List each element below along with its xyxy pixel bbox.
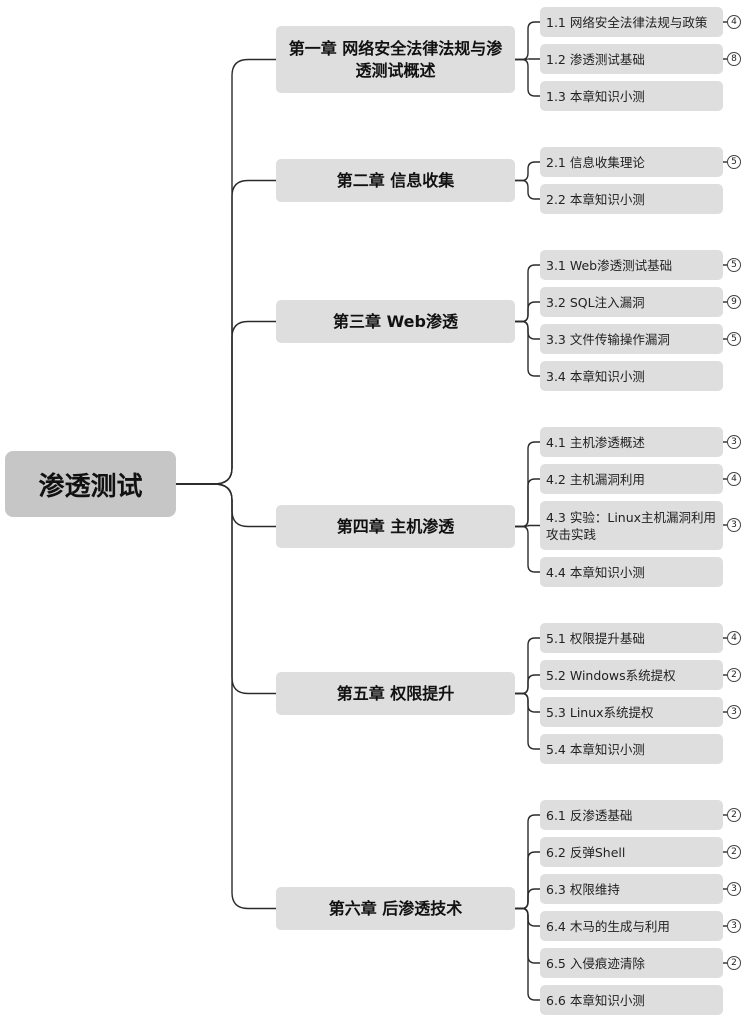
sub-branch-line (515, 179, 540, 200)
section-label: 3.4 本章知识小测 (546, 368, 645, 384)
section-label: 1.2 渗透测试基础 (546, 51, 645, 67)
section-label: 2.2 本章知识小测 (546, 191, 645, 207)
section-label: 4.2 主机漏洞利用 (546, 471, 645, 487)
section-1-3[interactable]: 1.3 本章知识小测 (540, 81, 723, 111)
count-badge[interactable]: 3 (727, 705, 741, 719)
chapter-4[interactable]: 第四章 主机渗透 (276, 505, 515, 548)
section-label: 1.3 本章知识小测 (546, 88, 645, 104)
count-badge[interactable]: 8 (727, 52, 741, 66)
section-label: 6.4 木马的生成与利用 (546, 918, 670, 934)
count-badge[interactable]: 5 (727, 258, 741, 272)
chapter-5[interactable]: 第五章 权限提升 (276, 672, 515, 715)
section-label: 6.5 入侵痕迹清除 (546, 955, 645, 971)
section-label: 5.2 Windows系统提权 (546, 667, 676, 683)
sub-branch-line (515, 478, 540, 528)
count-badge[interactable]: 9 (727, 295, 741, 309)
section-3-4[interactable]: 3.4 本章知识小测 (540, 361, 723, 391)
section-label: 2.1 信息收集理论 (546, 154, 645, 170)
chapter-label: 第一章 网络安全法律法规与渗透测试概述 (288, 38, 503, 80)
count-badge[interactable]: 5 (727, 155, 741, 169)
chapter-2[interactable]: 第二章 信息收集 (276, 159, 515, 202)
sub-branch-line (515, 692, 540, 750)
section-label: 5.1 权限提升基础 (546, 630, 645, 646)
section-label: 6.2 反弹Shell (546, 844, 626, 860)
count-badge[interactable]: 3 (727, 518, 741, 532)
chapter-label: 第六章 后渗透技术 (328, 898, 463, 918)
section-label: 6.6 本章知识小测 (546, 992, 645, 1008)
section-label: 4.1 主机渗透概述 (546, 434, 645, 450)
count-badge[interactable]: 3 (727, 435, 741, 449)
sub-branch-line (515, 525, 540, 573)
section-3-3[interactable]: 3.3 文件传输操作漏洞 (540, 324, 723, 354)
section-label: 5.4 本章知识小测 (546, 741, 645, 757)
section-4-3[interactable]: 4.3 实验：Linux主机漏洞利用攻击实践 (540, 501, 723, 550)
section-5-1[interactable]: 5.1 权限提升基础 (540, 623, 723, 653)
chapter-1[interactable]: 第一章 网络安全法律法规与渗透测试概述 (276, 26, 515, 93)
section-label: 3.1 Web渗透测试基础 (546, 257, 673, 273)
section-2-1[interactable]: 2.1 信息收集理论 (540, 147, 723, 177)
count-badge[interactable]: 2 (727, 956, 741, 970)
section-6-1[interactable]: 6.1 反渗透基础 (540, 800, 723, 830)
sub-branch-line (515, 58, 540, 97)
count-badge[interactable]: 5 (727, 332, 741, 346)
chapter-label: 第五章 权限提升 (336, 683, 455, 703)
section-3-1[interactable]: 3.1 Web渗透测试基础 (540, 250, 723, 280)
section-5-4[interactable]: 5.4 本章知识小测 (540, 734, 723, 764)
section-6-3[interactable]: 6.3 权限维持 (540, 874, 723, 904)
section-label: 4.4 本章知识小测 (546, 564, 645, 580)
section-4-2[interactable]: 4.2 主机漏洞利用 (540, 464, 723, 494)
count-badge[interactable]: 3 (727, 919, 741, 933)
section-5-3[interactable]: 5.3 Linux系统提权 (540, 697, 723, 727)
section-label: 3.2 SQL注入漏洞 (546, 294, 645, 310)
sub-branch-line (515, 21, 540, 61)
branch-line (176, 483, 276, 528)
section-label: 6.1 反渗透基础 (546, 807, 633, 823)
count-badge[interactable]: 4 (727, 15, 741, 29)
section-1-2[interactable]: 1.2 渗透测试基础 (540, 44, 723, 74)
branch-line (176, 179, 276, 485)
root-node[interactable]: 渗透测试 (5, 451, 176, 517)
section-4-1[interactable]: 4.1 主机渗透概述 (540, 427, 723, 457)
branch-line (176, 483, 276, 910)
sub-branch-line (515, 161, 540, 182)
branch-line (176, 483, 276, 695)
section-label: 1.1 网络安全法律法规与政策 (546, 14, 708, 30)
section-5-2[interactable]: 5.2 Windows系统提权 (540, 660, 723, 690)
section-label: 3.3 文件传输操作漏洞 (546, 331, 670, 347)
section-label: 5.3 Linux系统提权 (546, 704, 654, 720)
section-6-5[interactable]: 6.5 入侵痕迹清除 (540, 948, 723, 978)
section-6-4[interactable]: 6.4 木马的生成与利用 (540, 911, 723, 941)
section-2-2[interactable]: 2.2 本章知识小测 (540, 184, 723, 214)
sub-branch-line (515, 320, 540, 377)
count-badge[interactable]: 2 (727, 808, 741, 822)
branch-line (176, 58, 276, 485)
section-label: 4.3 实验：Linux主机漏洞利用攻击实践 (546, 509, 717, 542)
chapter-label: 第二章 信息收集 (336, 170, 455, 190)
sub-branch-line (515, 907, 540, 1001)
count-badge[interactable]: 2 (727, 668, 741, 682)
section-4-4[interactable]: 4.4 本章知识小测 (540, 557, 723, 587)
count-badge[interactable]: 4 (727, 631, 741, 645)
section-6-2[interactable]: 6.2 反弹Shell (540, 837, 723, 867)
count-badge[interactable]: 3 (727, 882, 741, 896)
branch-line (176, 320, 276, 485)
root-label: 渗透测试 (38, 471, 143, 502)
section-1-1[interactable]: 1.1 网络安全法律法规与政策 (540, 7, 723, 37)
section-3-2[interactable]: 3.2 SQL注入漏洞 (540, 287, 723, 317)
count-badge[interactable]: 2 (727, 845, 741, 859)
chapter-label: 第三章 Web渗透 (333, 311, 458, 331)
section-label: 6.3 权限维持 (546, 881, 620, 897)
chapter-label: 第四章 主机渗透 (336, 516, 455, 536)
chapter-6[interactable]: 第六章 后渗透技术 (276, 887, 515, 930)
chapter-3[interactable]: 第三章 Web渗透 (276, 300, 515, 343)
count-badge[interactable]: 4 (727, 472, 741, 486)
section-6-6[interactable]: 6.6 本章知识小测 (540, 985, 723, 1015)
